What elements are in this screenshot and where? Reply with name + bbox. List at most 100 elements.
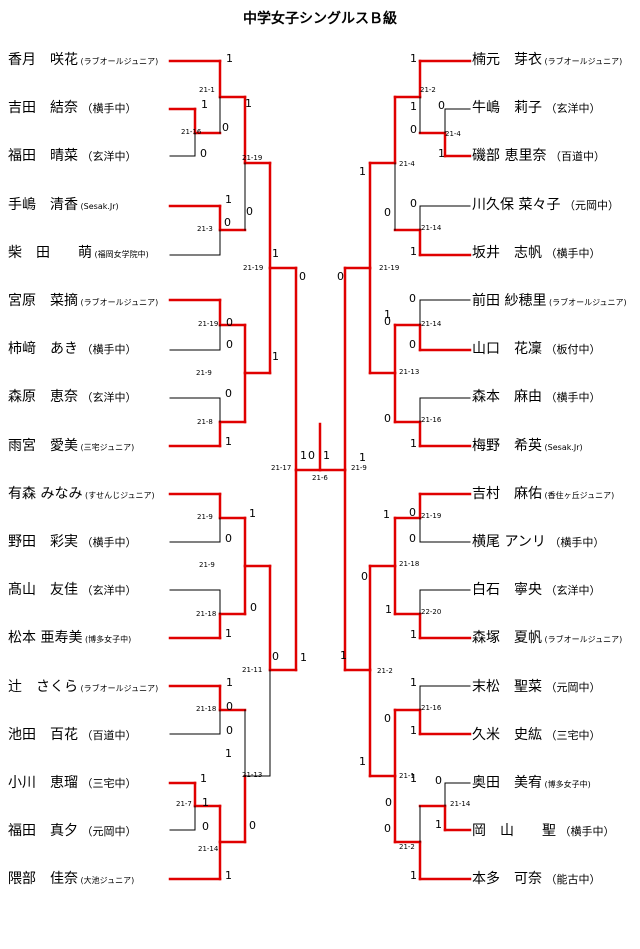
player-name: 髙山 友佳 [8, 582, 78, 599]
left-player: 吉田 結奈 （横手中） [8, 101, 137, 115]
match-result: 1 [410, 724, 417, 737]
player-name: 久米 史紘 [472, 726, 542, 743]
player-team: (ラブオールジュニア) [78, 57, 159, 66]
player-team: (香住ヶ丘ジュニア) [542, 490, 615, 500]
player-team: (三宅ジュニア) [78, 442, 135, 452]
player-name: 辻 さくら [8, 678, 78, 695]
player-name: 池田 百花 [8, 726, 78, 743]
match-result: 0 [384, 822, 391, 835]
player-name: 森塚 夏帆 [472, 630, 542, 647]
match-result: 0 [225, 532, 232, 545]
match-score: 21-19 [198, 320, 218, 328]
player-name: 坂井 志帆 [472, 244, 542, 261]
match-result: 1 [225, 747, 232, 760]
player-name: 隈部 佳奈 [8, 871, 78, 888]
match-result: 0 [272, 650, 279, 663]
player-team: （横手中） [542, 391, 601, 405]
player-team: （元岡中） [542, 680, 601, 694]
match-result: 0 [224, 216, 231, 229]
match-score: 21-9 [197, 513, 213, 521]
match-result: 1 [359, 165, 366, 178]
match-result: 0 [409, 532, 416, 545]
match-result: 0 [410, 123, 417, 136]
left-player: 辻 さくら (ラブオールジュニア) [8, 680, 158, 694]
match-result: 0 [384, 315, 391, 328]
player-team: （横手中） [556, 825, 615, 839]
match-result: 1 [272, 350, 279, 363]
match-result: 0 [202, 820, 209, 833]
player-team: (福岡女学院中) [92, 249, 149, 259]
match-result: 0 [438, 99, 445, 112]
match-result: 1 [245, 97, 252, 110]
match-score: 21-19 [242, 154, 262, 162]
match-result: 0 [226, 316, 233, 329]
match-score: 21-11 [242, 666, 262, 674]
player-name: 本多 可奈 [472, 871, 542, 888]
player-team: （三宅中） [542, 728, 601, 742]
player-team: （板付中） [542, 343, 601, 357]
player-team: (すせんじジュニア) [82, 490, 155, 500]
match-result: 1 [201, 98, 208, 111]
right-player: 牛嶋 莉子 （玄洋中） [472, 101, 601, 115]
match-result: 0 [410, 197, 417, 210]
match-result: 1 [359, 451, 366, 464]
match-score: 21-2 [420, 86, 436, 94]
player-team: (ラブオールジュニア) [78, 298, 159, 307]
player-team: (Sesak.Jr) [78, 201, 119, 211]
match-result: 0 [384, 412, 391, 425]
right-player: 楠元 芽衣 (ラブオールジュニア) [472, 53, 622, 67]
right-player: 森本 麻由 （横手中） [472, 390, 601, 404]
left-player: 福田 晴菜 （玄洋中） [8, 149, 137, 163]
player-name: 有森 みなみ [8, 485, 83, 502]
match-result: 0 [226, 700, 233, 713]
player-name: 末松 聖菜 [472, 678, 542, 695]
player-name: 森本 麻由 [472, 389, 542, 406]
left-player: 柴 田 萌 (福岡女学院中) [8, 246, 149, 260]
match-result: 1 [323, 449, 330, 462]
match-result: 1 [225, 193, 232, 206]
right-player: 本多 可奈 （能古中） [472, 872, 601, 886]
match-result: 1 [249, 507, 256, 520]
match-result: 1 [202, 796, 209, 809]
match-score: 21-17 [271, 464, 291, 472]
match-result: 1 [435, 818, 442, 831]
match-score: 21-6 [312, 474, 328, 482]
player-name: 雨宮 愛美 [8, 437, 78, 454]
player-team: （横手中） [545, 536, 605, 549]
match-result: 0 [299, 270, 306, 283]
match-result: 1 [438, 147, 445, 160]
left-player: 小川 恵瑠 （三宅中） [8, 776, 137, 790]
left-player: 福田 真夕 （元岡中） [8, 824, 137, 838]
match-score: 21-19 [379, 264, 399, 272]
match-result: 0 [249, 819, 256, 832]
player-name: 白石 寧央 [472, 582, 542, 599]
match-score: 21-13 [242, 771, 262, 779]
match-result: 1 [410, 628, 417, 641]
player-name: 山口 花凜 [472, 341, 542, 358]
right-player: 坂井 志帆 （横手中） [472, 246, 601, 260]
right-player: 森塚 夏帆 (ラブオールジュニア) [472, 631, 622, 645]
player-team: （元岡中） [78, 825, 137, 839]
match-score: 21-8 [197, 418, 213, 426]
player-name: 柿﨑 あき [8, 341, 78, 358]
match-result: 0 [225, 387, 232, 400]
match-result: 0 [384, 712, 391, 725]
player-team: （玄洋中） [542, 584, 601, 598]
match-result: 1 [225, 435, 232, 448]
left-player: 森原 恵奈 （玄洋中） [8, 390, 137, 404]
player-name: 福田 晴菜 [8, 148, 78, 165]
player-team: (ラブオールジュニア) [546, 298, 627, 307]
right-player: 久米 史紘 （三宅中） [472, 728, 601, 742]
player-team: （玄洋中） [78, 150, 137, 164]
match-result: 1 [300, 449, 307, 462]
match-result: 0 [226, 338, 233, 351]
match-result: 1 [383, 508, 390, 521]
left-player: 野田 彩実 （横手中） [8, 535, 137, 549]
match-score: 21-16 [181, 128, 202, 136]
player-name: 宮原 菜摘 [8, 293, 78, 309]
player-team: （能古中） [542, 873, 601, 887]
right-player: 山口 花凜 （板付中） [472, 342, 601, 356]
match-score: 21-2 [399, 843, 415, 851]
player-name: 香月 咲花 [8, 52, 78, 68]
match-score: 21-13 [399, 368, 419, 376]
